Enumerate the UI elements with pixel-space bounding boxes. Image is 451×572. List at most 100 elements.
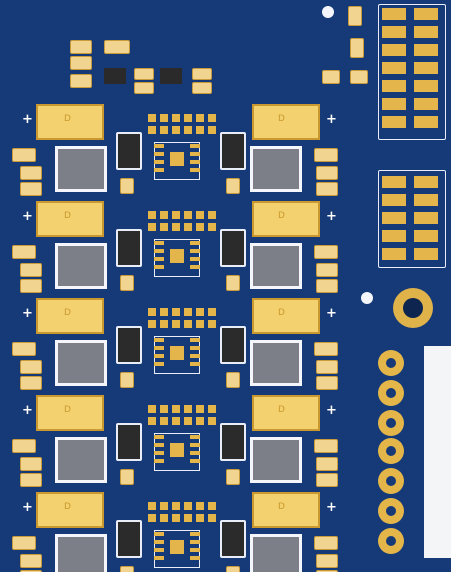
resistor-pad [148, 320, 156, 328]
ic-pin [154, 160, 164, 164]
resistor-pad [160, 417, 168, 425]
ic-pin [154, 443, 164, 447]
cap-label: D [278, 114, 285, 124]
cap-small [314, 245, 338, 259]
ic-pin [154, 459, 164, 463]
cap-small [226, 372, 240, 388]
resistor-pad [208, 417, 216, 425]
resistor-pad [208, 405, 216, 413]
resistor-pad [196, 320, 204, 328]
resistor-pad [160, 502, 168, 510]
ic-pin [154, 451, 164, 455]
resistor-pad [148, 126, 156, 134]
resistor-pad [160, 308, 168, 316]
resistor-pad [208, 308, 216, 316]
ic-pin [190, 556, 200, 560]
resistor-pad [172, 211, 180, 219]
cap-small [12, 342, 36, 356]
resistor-pad [208, 320, 216, 328]
ic-pin [190, 152, 200, 156]
cap-small [316, 473, 338, 487]
cap-label: D [64, 211, 71, 221]
tantalum-cap-right [252, 201, 320, 237]
cap-small [20, 279, 42, 293]
resistor-pad [148, 417, 156, 425]
plus-sign: + [22, 306, 33, 321]
cap-small [316, 182, 338, 196]
plus-sign: + [22, 403, 33, 418]
cap-small [226, 275, 240, 291]
resistor-pad [172, 114, 180, 122]
ic-pin [154, 362, 164, 366]
tantalum-cap-right [252, 298, 320, 334]
resistor-pad [160, 223, 168, 231]
resistor-pad [148, 514, 156, 522]
cap-small [226, 469, 240, 485]
cap-small [226, 566, 240, 572]
resistor-pad [148, 223, 156, 231]
ic-pin [190, 249, 200, 253]
inductor-left [55, 146, 107, 192]
cap-small [316, 166, 338, 180]
cap-small [314, 148, 338, 162]
ic-pin [154, 435, 164, 439]
inductor-left [55, 437, 107, 483]
resistor-pad [172, 126, 180, 134]
ic-pin [190, 459, 200, 463]
cap-label: D [278, 405, 285, 415]
resistor-pad [196, 211, 204, 219]
tantalum-cap-right [252, 395, 320, 431]
ic-pin [154, 257, 164, 261]
ic-pin [190, 168, 200, 172]
cap-small [314, 439, 338, 453]
mosfet-right [220, 229, 246, 267]
cap-small [226, 178, 240, 194]
ic-pin [190, 265, 200, 269]
ic-pin [190, 346, 200, 350]
resistor-pad [184, 405, 192, 413]
inductor-left [55, 243, 107, 289]
plus-sign: + [326, 500, 337, 515]
resistor-pad [160, 405, 168, 413]
ic-pin [190, 241, 200, 245]
ic-thermal-pad [170, 249, 184, 263]
cap-label: D [64, 308, 71, 318]
ic-pin [154, 144, 164, 148]
ic-pin [190, 451, 200, 455]
inductor-right [250, 534, 302, 572]
resistor-pad [184, 320, 192, 328]
resistor-pad [196, 417, 204, 425]
resistor-pad [184, 502, 192, 510]
tantalum-cap-right [252, 492, 320, 528]
cap-small [20, 376, 42, 390]
cap-small [314, 536, 338, 550]
resistor-pad [160, 126, 168, 134]
plus-sign: + [326, 209, 337, 224]
cap-small [120, 372, 134, 388]
ic-pin [154, 338, 164, 342]
ic-pin [154, 540, 164, 544]
plus-sign: + [326, 306, 337, 321]
ic-pin [154, 354, 164, 358]
resistor-pad [208, 114, 216, 122]
cap-small [20, 554, 42, 568]
ic-pin [154, 265, 164, 269]
mosfet-right [220, 132, 246, 170]
tantalum-cap-left [36, 104, 104, 140]
cap-small [316, 279, 338, 293]
cap-small [20, 263, 42, 277]
cap-small [316, 457, 338, 471]
resistor-pad [172, 223, 180, 231]
ic-thermal-pad [170, 152, 184, 166]
cap-label: D [64, 405, 71, 415]
resistor-pad [184, 211, 192, 219]
tantalum-cap-left [36, 492, 104, 528]
ic-pin [190, 443, 200, 447]
resistor-pad [160, 211, 168, 219]
mosfet-right [220, 326, 246, 364]
resistor-pad [208, 502, 216, 510]
tantalum-cap-left [36, 298, 104, 334]
ic-pin [190, 354, 200, 358]
ic-pin [190, 338, 200, 342]
